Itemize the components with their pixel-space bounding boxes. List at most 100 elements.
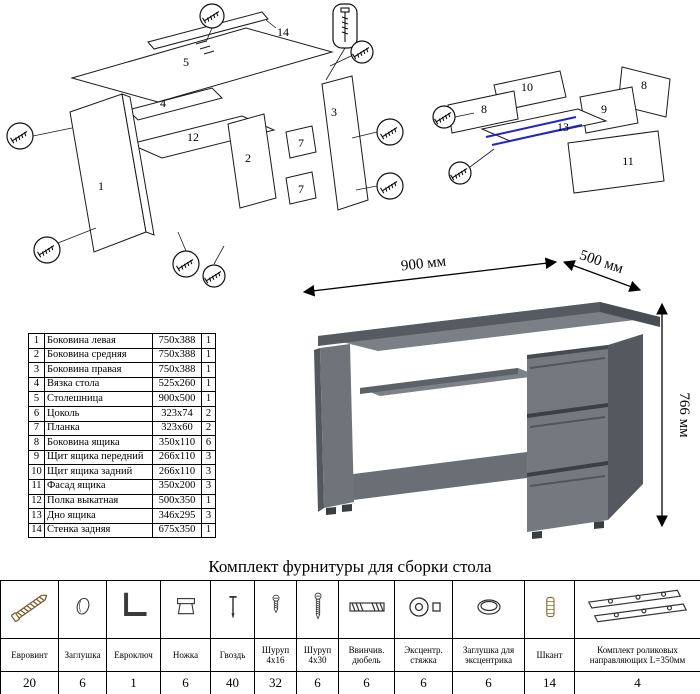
part-name: Полка выкатная	[44, 493, 153, 510]
keyboard-tray-edge	[360, 368, 518, 394]
part-qty: 1	[201, 391, 216, 407]
hardware-name: Евровинт	[0, 638, 59, 672]
part-number: 5	[28, 391, 45, 407]
part-qty: 3	[201, 449, 216, 466]
part-label-8b: 8	[641, 78, 647, 92]
part-qty: 1	[201, 376, 216, 393]
part-label-8a: 8	[481, 102, 487, 116]
hardware-qty: 20	[0, 671, 59, 694]
depth-dimension-label: 500 мм	[577, 247, 625, 277]
hardware-qty: 4	[574, 671, 700, 694]
part-name: Боковина ящика	[44, 435, 153, 451]
part-right-side	[321, 75, 369, 211]
desk-feet	[326, 504, 604, 539]
hardware-qty: 6	[160, 671, 211, 694]
hatch-marks	[195, 40, 215, 55]
part-name: Боковина средняя	[44, 347, 153, 364]
hardware-name: Евроключ	[106, 638, 161, 672]
part-name: Щит ящика задний	[44, 464, 153, 480]
part-number: 13	[28, 508, 45, 524]
desk-exploded-diagram: 14 5 4 12 2 1 3 7 7	[6, 3, 404, 288]
desk-left-panel	[320, 344, 354, 508]
part-label-4: 4	[160, 96, 166, 110]
hardware-qty: 6	[58, 671, 107, 694]
part-name: Стенка задняя	[44, 522, 153, 539]
screw-long-icon	[314, 592, 321, 620]
part-number: 14	[28, 522, 45, 539]
height-dimension-label: 766 мм	[676, 392, 692, 438]
bolt-icon	[340, 7, 350, 42]
hardware-kit-title: Комплект фурнитуры для сборки стола	[208, 557, 492, 576]
hardware-name: Заглушка для эксцентрика	[452, 638, 525, 672]
cam-cap-icon	[476, 599, 501, 615]
desk-top-right-edge	[600, 302, 660, 327]
part-left-side	[69, 93, 147, 253]
hardware-qty: 6	[296, 671, 339, 694]
cam-lock-icon	[408, 597, 441, 617]
drawer-front-panel	[579, 86, 639, 134]
part-label-3: 3	[331, 105, 337, 119]
width-dimension-label: 900 мм	[400, 253, 447, 274]
part-qty: 1	[201, 493, 216, 510]
part-name: Дно ящика	[44, 508, 153, 524]
drawer-facade	[567, 130, 665, 194]
part-rail	[127, 87, 223, 121]
part-size: 323x60	[152, 420, 202, 437]
hardware-name: Гвоздь	[210, 638, 255, 672]
part-qty: 3	[201, 508, 216, 524]
part-number: 6	[28, 405, 45, 422]
hardware-name: Шкант	[524, 638, 575, 672]
part-number: 4	[28, 376, 45, 393]
dowel-screw-icon	[348, 602, 385, 612]
hardware-icons-row	[0, 580, 700, 639]
part-size: 346x295	[152, 508, 202, 524]
part-size: 350x110	[152, 435, 202, 451]
part-size: 500x350	[152, 493, 202, 510]
part-plank-bottom	[285, 171, 317, 205]
desk-dimension-drawing: 900 мм 500 мм 766 мм	[302, 247, 692, 539]
hardware-table: Евровинт Заглушка Евроключ Ножка Гвоздь …	[0, 580, 700, 694]
part-plank-top	[285, 125, 317, 159]
cabinet-top-shadow	[527, 345, 608, 359]
part-number: 12	[28, 493, 45, 510]
hardware-qty: 6	[394, 671, 453, 694]
part-size: 750x388	[152, 333, 202, 349]
part-number: 9	[28, 449, 45, 466]
part-size: 750x388	[152, 347, 202, 364]
part-size: 900x500	[152, 391, 202, 407]
drawer-handle-grooves	[529, 357, 606, 487]
part-number: 3	[28, 362, 45, 378]
hardware-qty: 40	[210, 671, 255, 694]
hardware-name: Комплект роликовых направляющих L=350мм	[574, 638, 700, 672]
part-name: Вязка стола	[44, 376, 153, 393]
part-qty: 2	[201, 420, 216, 437]
part-qty: 3	[201, 464, 216, 480]
part-name: Фасад ящика	[44, 478, 153, 495]
part-qty: 1	[201, 362, 216, 378]
desk-plinth	[338, 452, 527, 502]
screw-short-icon	[272, 594, 279, 614]
part-label-14: 14	[277, 25, 289, 39]
dimension-arrows	[302, 257, 668, 528]
roller-guides-icon	[587, 589, 687, 623]
part-number: 8	[28, 435, 45, 451]
part-qty: 1	[201, 333, 216, 349]
part-number: 7	[28, 420, 45, 437]
drawer-gap-1	[527, 403, 608, 418]
nail-icon	[228, 596, 237, 618]
leader-lines	[32, 19, 378, 265]
hardware-qty: 14	[524, 671, 575, 694]
part-name: Цоколь	[44, 405, 153, 422]
drawer-slide-lines	[485, 116, 583, 146]
part-back-panel	[147, 11, 269, 50]
